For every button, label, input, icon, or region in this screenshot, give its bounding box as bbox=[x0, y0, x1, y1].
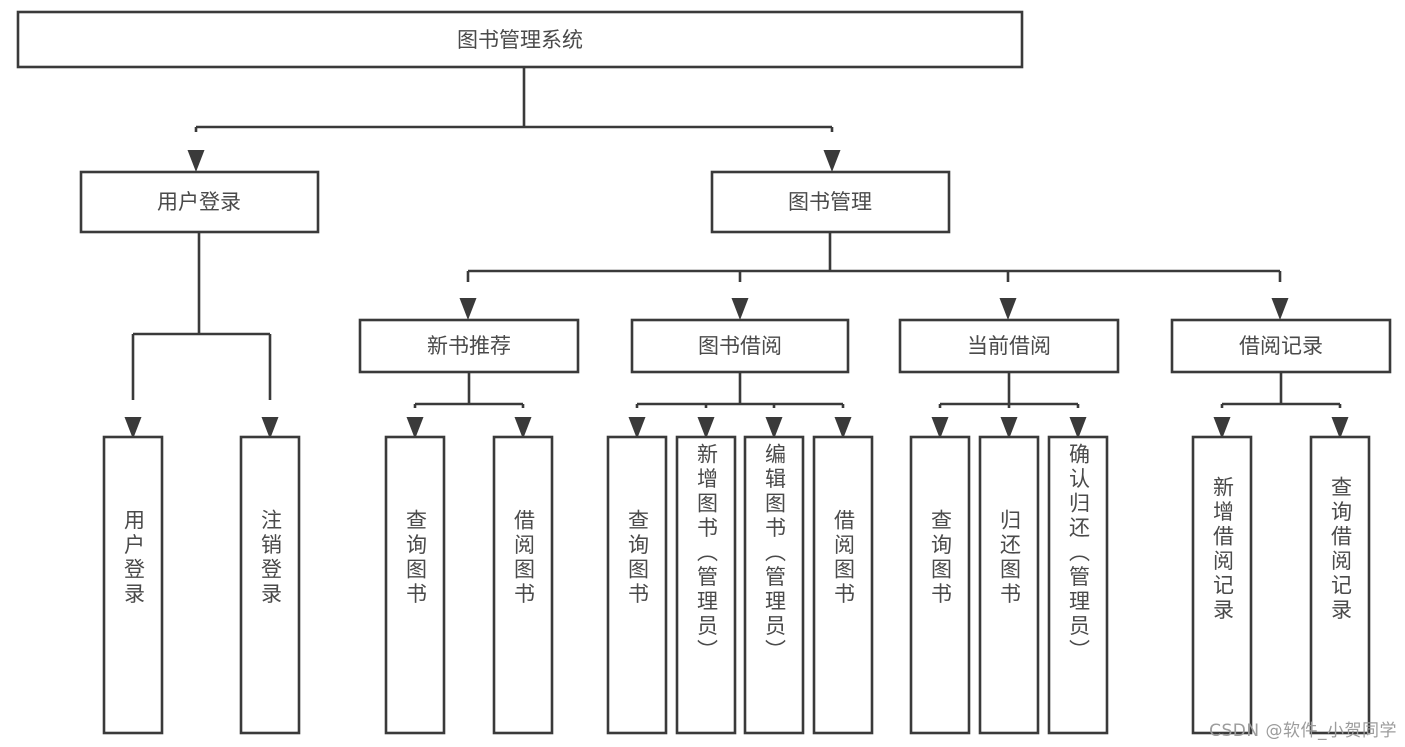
root-label: 图书管理系统 bbox=[457, 28, 583, 52]
borrow-record-box[interactable] bbox=[1170, 318, 1392, 374]
leaf-box-user-login[interactable] bbox=[102, 435, 164, 735]
book-borrow-label: 图书借阅 bbox=[698, 334, 782, 358]
arrow-to-user-login bbox=[187, 150, 205, 172]
borrow-record-label: 借阅记录 bbox=[1239, 334, 1323, 358]
current-borrow-box[interactable] bbox=[898, 318, 1120, 374]
leaf-box-bb-edit-book[interactable] bbox=[743, 435, 805, 735]
arrow-to-borrow-record bbox=[1271, 298, 1289, 320]
leaf-box-br-query-record[interactable] bbox=[1309, 435, 1371, 735]
arrow-to-new-book-recommend bbox=[459, 298, 477, 320]
node-new-book-recommend[interactable] bbox=[358, 318, 580, 374]
node-book-borrow[interactable] bbox=[630, 318, 850, 374]
current-borrow-label: 当前借阅 bbox=[967, 334, 1051, 358]
arrow-to-book-borrow bbox=[731, 298, 749, 320]
book-manage-box[interactable] bbox=[710, 170, 951, 234]
leaf-box-nbr-borrow-book[interactable] bbox=[492, 435, 554, 735]
leaf-box-cb-confirm-return[interactable] bbox=[1047, 435, 1109, 735]
leaf-box-logout[interactable] bbox=[239, 435, 301, 735]
leaf-box-bb-add-book[interactable] bbox=[675, 435, 737, 735]
new-book-recommend-label: 新书推荐 bbox=[427, 334, 511, 358]
arrow-to-current-borrow bbox=[999, 298, 1017, 320]
leaf-box-cb-query-book[interactable] bbox=[909, 435, 971, 735]
node-book-manage[interactable] bbox=[710, 170, 951, 234]
arrow-to-book-manage bbox=[823, 150, 841, 172]
leaf-box-br-add-record[interactable] bbox=[1191, 435, 1253, 735]
book-borrow-box[interactable] bbox=[630, 318, 850, 374]
node-root[interactable] bbox=[16, 10, 1024, 69]
node-borrow-record[interactable] bbox=[1170, 318, 1392, 374]
leaf-box-bb-borrow-book[interactable] bbox=[812, 435, 874, 735]
leaf-box-bb-query-book[interactable] bbox=[606, 435, 668, 735]
node-current-borrow[interactable] bbox=[898, 318, 1120, 374]
csdn-watermark: CSDN @软件_小贺同学 bbox=[1209, 721, 1397, 741]
leaf-box-cb-return-book[interactable] bbox=[978, 435, 1040, 735]
book-manage-label: 图书管理 bbox=[788, 190, 872, 214]
new-book-recommend-box[interactable] bbox=[358, 318, 580, 374]
user-login-label: 用户登录 bbox=[157, 190, 241, 214]
root-box[interactable] bbox=[16, 10, 1024, 69]
leaf-box-nbr-query-book[interactable] bbox=[384, 435, 446, 735]
